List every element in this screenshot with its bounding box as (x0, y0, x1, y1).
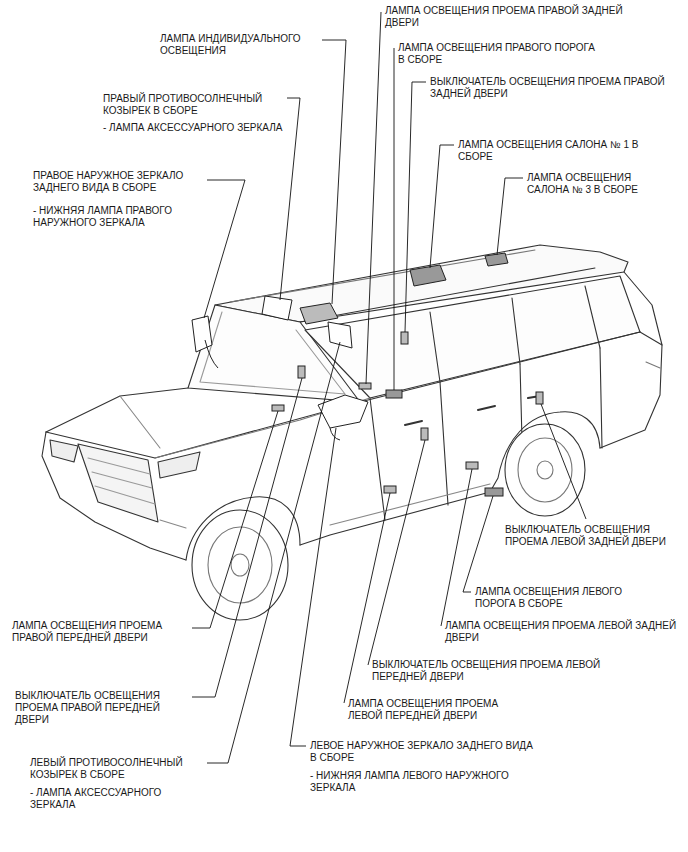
components (192, 253, 543, 496)
part-label: ЛАМПА ОСВЕЩЕНИЯ ПРАВОГО ПОРОГА В СБОРЕ (398, 42, 598, 66)
part-label: ЛЕВЫЙ ПРОТИВОСОЛНЕЧНЫЙ КОЗЫРЕК В СБОРЕ (30, 757, 205, 781)
part-label: - НИЖНЯЯ ЛАМПА ЛЕВОГО НАРУЖНОГО ЗЕРКАЛА (310, 770, 555, 794)
part-label: ВЫКЛЮЧАТЕЛЬ ОСВЕЩЕНИЯ ПРОЕМА ЛЕВОЙ ПЕРЕД… (372, 659, 627, 683)
part-label: ЛАМПА ОСВЕЩЕНИЯ ПРОЕМА ПРАВОЙ ПЕРЕДНЕЙ Д… (12, 620, 190, 644)
part-label: ЛЕВОЕ НАРУЖНОЕ ЗЕРКАЛО ЗАДНЕГО ВИДА В СБ… (310, 740, 542, 764)
part-label: ЛАМПА ОСВЕЩЕНИЯ ПРОЕМА ЛЕВОЙ ЗАДНЕЙ ДВЕР… (445, 620, 677, 644)
part-label: - ЛАМПА АКСЕССУАРНОГО ЗЕРКАЛА (30, 787, 205, 811)
part-label: ЛАМПА ОСВЕЩЕНИЯ САЛОНА № 3 В СБОРЕ (527, 172, 662, 196)
car-body (42, 245, 662, 620)
part-label: - НИЖНЯЯ ЛАМПА ПРАВОГО НАРУЖНОГО ЗЕРКАЛА (33, 205, 228, 229)
part-label: ЛАМПА ИНДИВИДУАЛЬНОГО ОСВЕЩЕНИЯ (160, 33, 325, 57)
part-label: ВЫКЛЮЧАТЕЛЬ ОСВЕЩЕНИЯ ПРОЕМА ПРАВОЙ ЗАДН… (430, 76, 680, 100)
part-label: - ЛАМПА АКСЕССУАРНОГО ЗЕРКАЛА (103, 122, 283, 134)
part-label: ВЫКЛЮЧАТЕЛЬ ОСВЕЩЕНИЯ ПРОЕМА ЛЕВОЙ ЗАДНЕ… (505, 524, 677, 548)
part-label: ПРАВОЕ НАРУЖНОЕ ЗЕРКАЛО ЗАДНЕГО ВИДА В С… (33, 170, 205, 194)
part-label: ЛАМПА ОСВЕЩЕНИЯ ПРОЕМА ЛЕВОЙ ПЕРЕДНЕЙ ДВ… (348, 698, 533, 722)
part-label: ЛАМПА ОСВЕЩЕНИЯ ЛЕВОГО ПОРОГА В СБОРЕ (475, 586, 655, 610)
part-label: ПРАВЫЙ ПРОТИВОСОЛНЕЧНЫЙ КОЗЫРЕК В СБОРЕ (103, 93, 288, 117)
part-label: ВЫКЛЮЧАТЕЛЬ ОСВЕЩЕНИЯ ПРОЕМА ПРАВОЙ ПЕРЕ… (15, 690, 190, 726)
part-label: ЛАМПА ОСВЕЩЕНИЯ САЛОНА № 1 В СБОРЕ (458, 139, 658, 163)
part-label: ЛАМПА ОСВЕЩЕНИЯ ПРОЕМА ПРАВОЙ ЗАДНЕЙ ДВЕ… (385, 5, 625, 29)
